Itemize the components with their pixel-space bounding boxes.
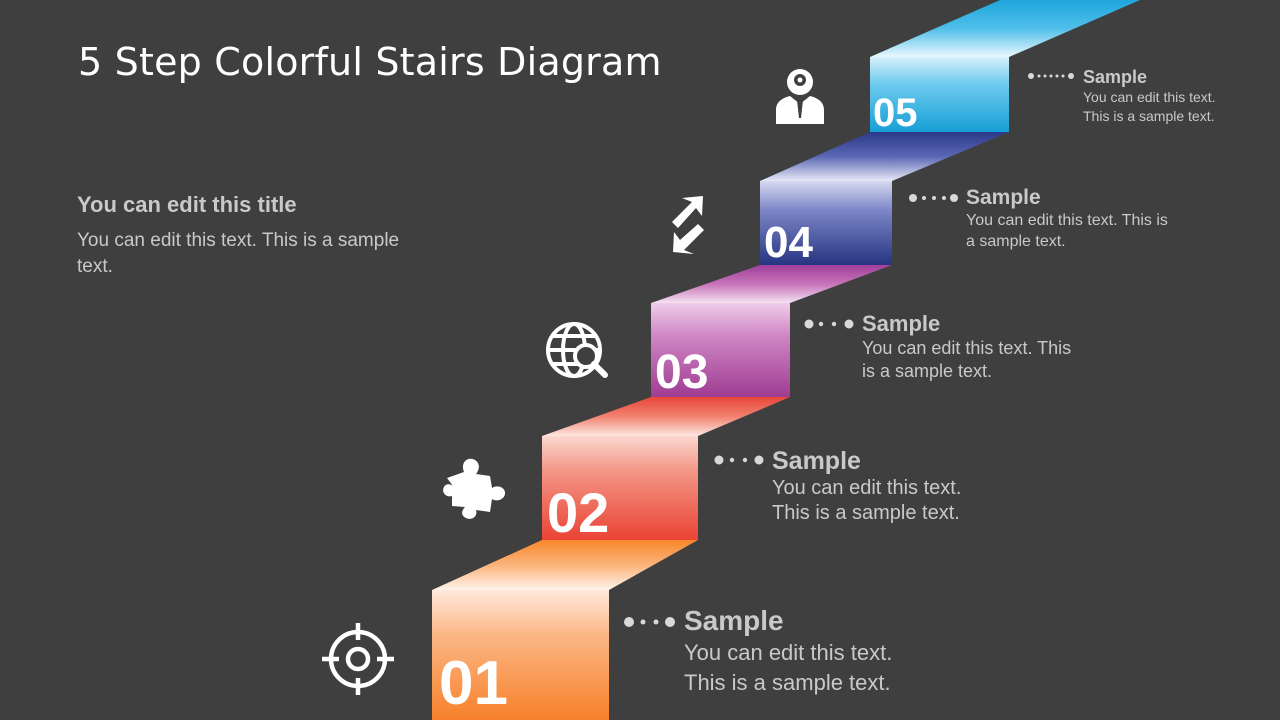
- step-1-text-line-1: You can edit this text.: [684, 640, 893, 665]
- puzzle-piece-icon: [443, 458, 506, 519]
- step-2-text-line-2: This is a sample text.: [772, 502, 960, 524]
- step-1-heading: Sample: [684, 605, 784, 636]
- connector-dots-4: [909, 194, 958, 202]
- step-2-label: Sample You can edit this text. This is a…: [772, 446, 961, 526]
- step-1-label: Sample You can edit this text. This is a…: [684, 604, 892, 698]
- step-3-tread: [651, 265, 892, 303]
- step-1-number: 01: [439, 649, 508, 718]
- step-2-number: 02: [547, 481, 610, 544]
- connector-dots-3: [804, 319, 854, 329]
- step-4-label: Sample You can edit this text. This is a…: [966, 185, 1168, 252]
- step-4-tread: [760, 132, 1009, 181]
- step-2-riser: [542, 436, 698, 540]
- slide-title: 5 Step Colorful Stairs Diagram: [78, 40, 662, 84]
- side-title: You can edit this title: [77, 192, 297, 217]
- target-icon: [322, 623, 394, 695]
- step-1-text-line-2: This is a sample text.: [684, 670, 891, 695]
- step-3-label: Sample You can edit this text. This is a…: [862, 310, 1071, 383]
- step-5-text-line-1: You can edit this text.: [1083, 89, 1216, 105]
- step-2-tread: [542, 397, 790, 436]
- step-5-label: Sample You can edit this text. This is a…: [1083, 66, 1216, 126]
- step-4-heading: Sample: [966, 186, 1041, 209]
- step-2-heading: Sample: [772, 447, 861, 475]
- step-1-tread: [432, 540, 698, 590]
- businessman-icon: [776, 69, 824, 124]
- step-4-riser: [760, 181, 892, 265]
- step-5-riser: [870, 57, 1009, 132]
- step-1-riser: [432, 590, 609, 720]
- side-text: You can edit this text. This is a sample…: [77, 230, 400, 277]
- step-3-number: 03: [655, 346, 709, 399]
- step-3-heading: Sample: [862, 311, 941, 336]
- step-3-text-line-1: You can edit this text. This: [862, 338, 1072, 358]
- step-2-text-line-1: You can edit this text.: [772, 477, 962, 499]
- step-3-riser: [651, 303, 790, 397]
- step-4-number: 04: [764, 218, 813, 267]
- step-3-text-line-2: is a sample text.: [862, 361, 993, 381]
- step-4-text-line-1: You can edit this text. This is: [966, 212, 1168, 229]
- globe-search-icon: [546, 322, 608, 378]
- step-5-tread: [870, 0, 1140, 57]
- step-5-number: 05: [873, 91, 918, 135]
- step-5-heading: Sample: [1083, 67, 1148, 87]
- connector-dots-5: [1028, 73, 1074, 79]
- step-4-text-line-2: a sample text.: [966, 233, 1066, 250]
- connector-dots-2: [714, 455, 764, 465]
- connector-dots-1: [624, 617, 675, 627]
- arrows-exchange-icon: [672, 196, 704, 254]
- step-5-text-line-2: This is a sample text.: [1083, 108, 1215, 124]
